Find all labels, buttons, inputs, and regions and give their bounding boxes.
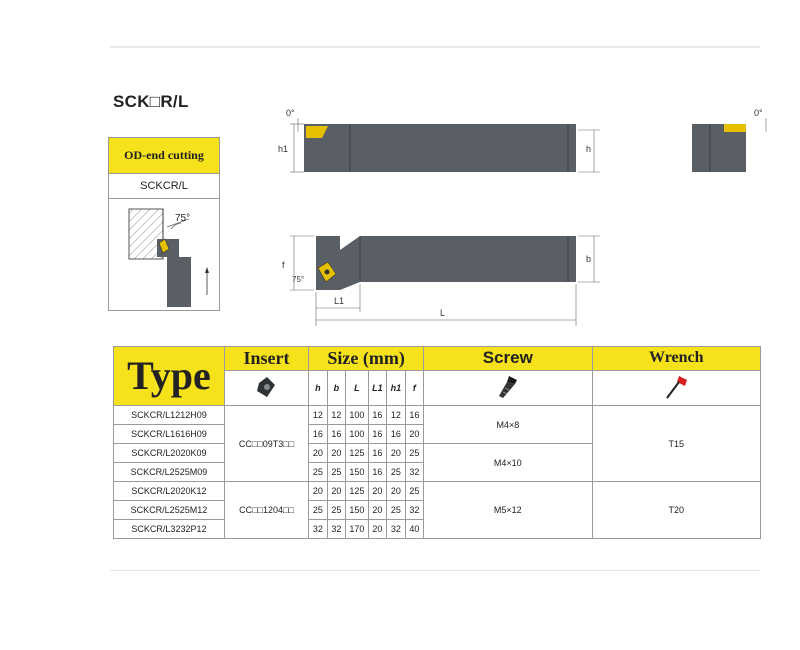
screw-icon bbox=[498, 375, 517, 398]
od-cutting-panel: OD-end cutting SCKCR/L 75° bbox=[108, 137, 220, 311]
col-b: b bbox=[326, 369, 347, 407]
wrench-image-cell bbox=[591, 369, 762, 407]
dim-L-label: L bbox=[440, 308, 445, 318]
type-header: Type bbox=[113, 346, 225, 406]
spec-table: Type Insert Size (mm) Screw Wrench h b L… bbox=[113, 346, 762, 539]
wrench-icon bbox=[666, 375, 688, 399]
top-view-drawing: h1 0° h bbox=[278, 108, 600, 173]
dim-h1-label: h1 bbox=[278, 144, 288, 154]
screw-group-3: M5×12 bbox=[423, 481, 593, 539]
col-L: L bbox=[345, 369, 369, 407]
screw-image-cell bbox=[423, 369, 593, 407]
insert-group-1: CC□□09T3□□ bbox=[223, 405, 310, 482]
table-row: SCKCR/L1212H09 CC□□09T3□□ 12 12 100 16 1… bbox=[113, 405, 762, 482]
col-h1: h1 bbox=[386, 369, 406, 407]
insert-group-2: CC□□1204□□ bbox=[223, 481, 310, 539]
screw-header: Screw bbox=[423, 346, 593, 371]
col-L1: L1 bbox=[367, 369, 388, 407]
technical-drawings: h1 0° h 0° f 75° b L1 L bbox=[278, 108, 767, 326]
page-title: SCK□R/L bbox=[113, 92, 189, 111]
dim-b-label: b bbox=[586, 254, 591, 264]
wrench-group-2: T20 bbox=[591, 481, 762, 539]
table-row: SCKCR/L3232P12 32 32 170 20 32 40 bbox=[113, 519, 761, 539]
table-row: SCKCR/L1616H09 16 16 100 16 16 20 bbox=[113, 424, 761, 444]
cutting-diagram: 75° bbox=[128, 208, 209, 307]
plan-view-drawing: f 75° b L1 L bbox=[282, 235, 600, 326]
screw-group-1: M4×8 bbox=[423, 405, 593, 444]
screw-group-2: M4×10 bbox=[423, 443, 593, 482]
dim-f-label: f bbox=[282, 260, 285, 270]
insert-icon bbox=[256, 376, 275, 397]
header-row: Type Insert Size (mm) Screw Wrench bbox=[113, 346, 762, 406]
plan-angle-label: 75° bbox=[292, 275, 304, 284]
panel-label: OD-end cutting bbox=[109, 138, 219, 174]
table-row: SCKCR/L2525M12 25 25 150 20 25 32 bbox=[113, 500, 761, 520]
bottom-divider bbox=[110, 570, 760, 571]
wrench-header: Wrench bbox=[591, 346, 762, 371]
top-divider bbox=[110, 46, 760, 48]
col-f: f bbox=[404, 369, 425, 407]
top-angle-label: 0° bbox=[286, 108, 295, 118]
subheader-row: h b L L1 h1 f bbox=[114, 369, 762, 407]
col-h: h bbox=[308, 369, 328, 407]
size-header: Size (mm) bbox=[308, 346, 425, 371]
tool-shank bbox=[167, 257, 191, 307]
panel-code: SCKCR/L bbox=[109, 174, 219, 199]
dim-L1-label: L1 bbox=[334, 296, 344, 306]
insert-header: Insert bbox=[223, 346, 310, 371]
insert-image-cell bbox=[223, 369, 310, 407]
table-row: SCKCR/L2020K09 20 20 125 16 20 25 M4×10 bbox=[113, 443, 761, 482]
wrench-group-1: T15 bbox=[591, 405, 762, 482]
angle-label: 75° bbox=[175, 213, 190, 224]
table-row: SCKCR/L2020K12 CC□□1204□□ 20 20 125 20 2… bbox=[113, 481, 762, 539]
dim-h-label: h bbox=[586, 144, 591, 154]
insert-icon bbox=[158, 238, 170, 254]
end-view-drawing: 0° bbox=[692, 108, 767, 172]
end-angle-label: 0° bbox=[754, 108, 763, 118]
